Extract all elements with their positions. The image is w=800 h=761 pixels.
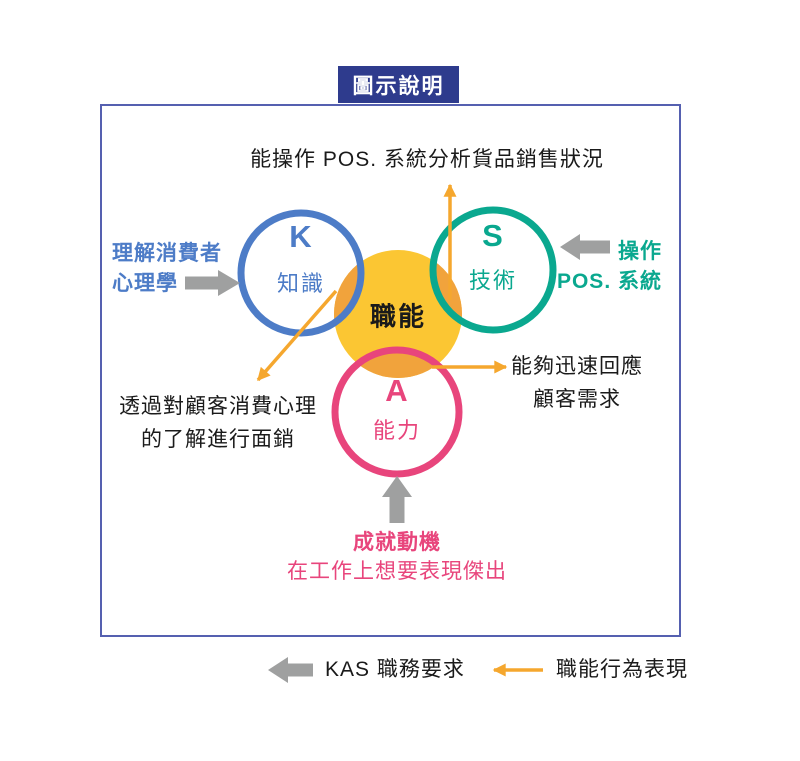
requirement-arrow-right-icon <box>185 270 240 296</box>
ability-ring <box>331 346 463 478</box>
requirement-arrow-up-icon <box>382 476 412 523</box>
ability-word: 能力 <box>372 418 422 443</box>
right-requirement-line2: POS. 系統 <box>556 270 662 293</box>
behavior-arrow-down-left-icon <box>256 289 338 382</box>
knowledge-letter: K <box>289 219 313 254</box>
skill-ring <box>429 206 557 334</box>
right-caption: 能夠迅速回應 顧客需求 <box>498 350 656 416</box>
bottom-left-caption: 透過對顧客消費心理 的了解進行面銷 <box>103 390 333 456</box>
legend-gray-label: KAS 職務要求 <box>325 658 465 681</box>
ability-letter: A <box>385 373 409 408</box>
knowledge-word: 知識 <box>276 271 326 296</box>
competency-core-circle <box>334 250 462 378</box>
competency-core-label: 職能 <box>369 301 427 332</box>
bottom-caption-line1: 成就動機 <box>353 531 441 554</box>
left-requirement-label: 理解消費者 心理學 <box>112 239 222 299</box>
skill-letter: S <box>482 218 504 253</box>
ring-circle-fills <box>241 210 553 474</box>
top-caption: 能操作 POS. 系統分析貨品銷售狀況 <box>250 148 604 171</box>
requirement-arrow-left-icon <box>560 234 610 260</box>
legend-orange-label: 職能行為表現 <box>556 658 688 681</box>
legend-gray-arrow-icon <box>268 657 313 683</box>
left-requirement-line2: 心理學 <box>112 272 178 295</box>
right-requirement-label: 操作 POS. 系統 <box>548 237 662 297</box>
left-requirement-line1: 理解消費者 <box>112 242 222 265</box>
diagram-title-badge: 圖示說明 <box>338 66 459 103</box>
right-caption-line1: 能夠迅速回應 <box>511 355 643 378</box>
skill-word: 技術 <box>468 268 518 293</box>
right-requirement-line1: 操作 <box>618 240 662 263</box>
bottom-left-caption-line2: 的了解進行面銷 <box>141 428 295 451</box>
diagram-title: 圖示說明 <box>352 74 445 98</box>
bottom-caption: 成就動機 在工作上想要表現傑出 <box>277 528 517 586</box>
bottom-left-caption-line1: 透過對顧客消費心理 <box>119 395 317 418</box>
bottom-caption-line2: 在工作上想要表現傑出 <box>287 560 507 583</box>
right-caption-line2: 顧客需求 <box>533 388 621 411</box>
diagram-frame <box>100 104 681 637</box>
